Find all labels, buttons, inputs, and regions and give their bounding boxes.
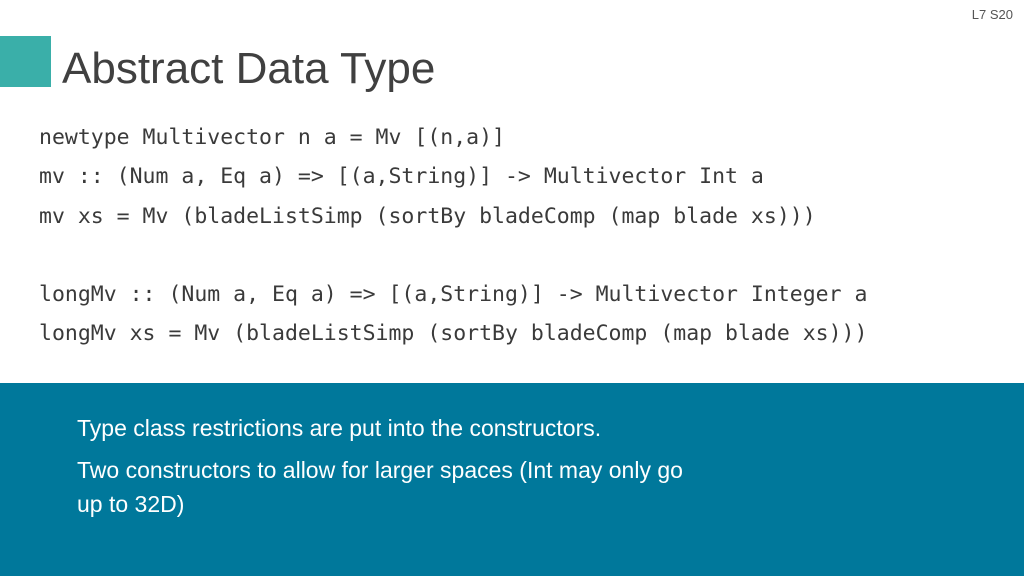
callout-item-constructors: Two constructors to allow for larger spa…	[77, 457, 683, 517]
callout-item-restrictions: Type class restrictions are put into the…	[77, 415, 602, 441]
callout-list: Type class restrictions are put into the…	[77, 411, 697, 529]
callout-panel	[0, 383, 1024, 576]
code-line-longmv-signature: longMv :: (Num a, Eq a) => [(a,String)] …	[39, 282, 868, 308]
slide-title: Abstract Data Type	[62, 44, 436, 93]
accent-square	[0, 36, 51, 87]
code-block: newtype Multivector n a = Mv [(n,a)] mv …	[39, 118, 999, 354]
code-line-mv-signature: mv :: (Num a, Eq a) => [(a,String)] -> M…	[39, 164, 764, 190]
code-line-newtype: newtype Multivector n a = Mv [(n,a)]	[39, 125, 505, 150]
code-line-longmv-definition: longMv xs = Mv (bladeListSimp (sortBy bl…	[39, 321, 868, 347]
slide-number: L7 S20	[971, 7, 1013, 22]
code-line-mv-definition: mv xs = Mv (bladeListSimp (sortBy bladeC…	[39, 203, 816, 229]
code-line-blank	[39, 236, 999, 275]
